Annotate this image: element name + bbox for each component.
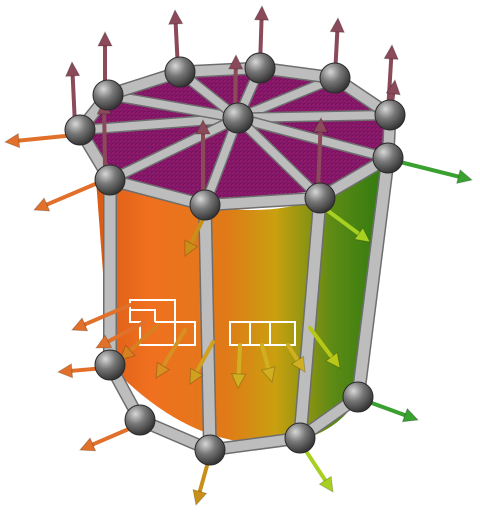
node-sphere-0 <box>64 114 96 146</box>
side-arrow-11 <box>95 320 147 349</box>
top-rim-segment-8-hl <box>105 175 210 210</box>
top-rim-segment-7-hl <box>200 193 325 210</box>
top-arrow-9 <box>312 116 329 192</box>
spoke-5-hl <box>234 111 394 122</box>
side-arrow-18 <box>308 326 341 369</box>
side-arrow-9 <box>300 443 334 493</box>
node-sphere-10 <box>94 349 126 381</box>
nodes-layer <box>64 52 406 466</box>
spoke-8-hl <box>201 114 242 209</box>
side-arrow-10 <box>70 303 132 332</box>
node-sphere-4 <box>319 62 351 94</box>
node-sphere-13 <box>284 422 316 454</box>
node-sphere-7 <box>304 182 336 214</box>
side-arrow-0 <box>3 132 77 149</box>
node-sphere-8 <box>189 189 221 221</box>
side-arrow-2 <box>390 158 474 185</box>
bracket-right <box>229 321 296 346</box>
node-sphere-6 <box>372 142 404 174</box>
side-arrow-1 <box>32 180 102 212</box>
side-arrow-17 <box>286 343 306 373</box>
spoke-1-hl <box>104 91 242 122</box>
side-arrow-14 <box>189 340 215 385</box>
node-sphere-14 <box>342 381 374 413</box>
node-sphere-12 <box>194 434 226 466</box>
vertical-strut-2-hl <box>294 192 326 444</box>
side-arrow-12 <box>119 323 160 361</box>
node-sphere-1 <box>92 79 124 111</box>
side-arrow-15 <box>230 343 247 390</box>
top-arrow-8 <box>195 118 211 197</box>
node-sphere-9 <box>94 164 126 196</box>
spoke-9-hl <box>106 114 242 184</box>
node-sphere-11 <box>124 404 156 436</box>
side-arrow-13 <box>155 328 187 379</box>
spoke-7-hl <box>234 114 324 202</box>
vertical-strut-3-hl <box>352 152 394 403</box>
vertical-struts <box>103 151 395 457</box>
node-sphere-15 <box>222 102 254 134</box>
side-arrow-16 <box>260 343 276 384</box>
vertical-strut-1-hl <box>199 199 216 456</box>
spoke-4-hl <box>234 74 339 122</box>
node-sphere-5 <box>374 99 406 131</box>
node-sphere-3 <box>244 52 276 84</box>
node-sphere-2 <box>164 56 196 88</box>
spoke-6-hl <box>234 114 392 162</box>
bracket-left <box>129 299 196 346</box>
